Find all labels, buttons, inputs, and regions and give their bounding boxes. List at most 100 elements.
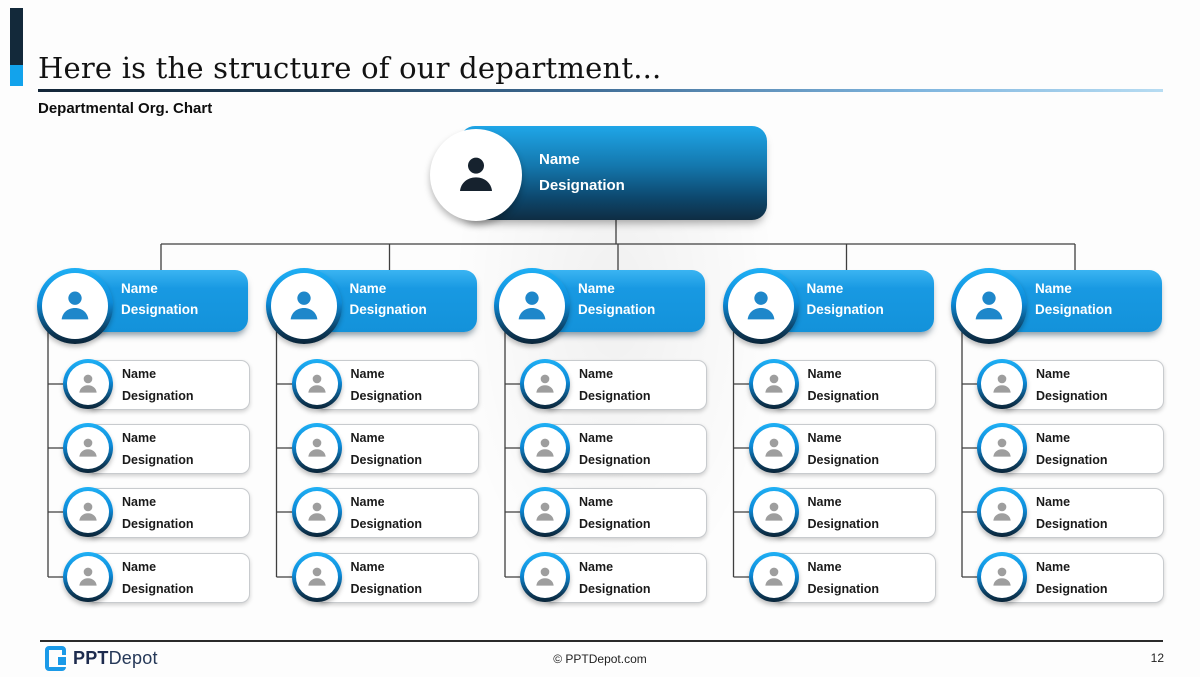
member-designation: Designation <box>122 582 194 596</box>
person-icon <box>748 423 799 473</box>
manager-node-text: Name Designation <box>1035 278 1112 320</box>
person-icon <box>430 129 522 221</box>
person-icon <box>63 552 113 602</box>
member-name: Name <box>1036 560 1071 574</box>
member-name: Name <box>1036 367 1071 381</box>
person-icon <box>520 423 570 473</box>
member-designation: Designation <box>350 389 423 403</box>
member-name: Name <box>122 560 157 574</box>
person-icon <box>37 268 113 344</box>
title-divider <box>38 89 1163 92</box>
member-name: Name <box>807 560 842 574</box>
person-icon <box>977 359 1027 409</box>
member-designation: Designation <box>579 582 651 596</box>
brand-light: Depot <box>108 648 158 668</box>
manager-designation: Designation <box>349 302 427 317</box>
person-icon <box>748 359 799 409</box>
member-name: Name <box>350 367 385 381</box>
member-designation: Designation <box>807 517 880 531</box>
person-icon <box>951 268 1027 344</box>
manager-designation: Designation <box>1035 302 1113 317</box>
root-name: Name <box>539 151 580 168</box>
member-designation: Designation <box>807 389 880 403</box>
member-designation: Designation <box>350 517 423 531</box>
member-name: Name <box>122 367 157 381</box>
person-icon <box>291 423 342 473</box>
member-name: Name <box>350 431 385 445</box>
person-icon <box>722 268 799 344</box>
manager-designation: Designation <box>806 302 884 317</box>
member-name: Name <box>807 495 842 509</box>
member-designation: Designation <box>579 389 651 403</box>
person-icon <box>494 268 570 344</box>
manager-node-text: Name Designation <box>350 278 427 320</box>
member-name: Name <box>122 495 157 509</box>
brand-bold: PPT <box>73 648 109 668</box>
member-name: Name <box>807 431 842 445</box>
member-designation: Designation <box>1036 582 1108 596</box>
slide-title: Here is the structure of our department.… <box>38 51 662 85</box>
person-icon <box>291 487 342 537</box>
manager-name: Name <box>121 281 158 296</box>
member-name: Name <box>579 495 614 509</box>
footer-divider <box>40 640 1163 642</box>
member-designation: Designation <box>807 582 880 596</box>
member-name: Name <box>807 367 842 381</box>
root-designation: Designation <box>539 177 625 194</box>
person-icon <box>63 487 113 537</box>
member-designation: Designation <box>122 453 194 467</box>
member-designation: Designation <box>579 517 651 531</box>
member-name: Name <box>579 367 614 381</box>
person-icon <box>748 487 799 537</box>
accent-bar-navy <box>10 8 23 65</box>
member-name: Name <box>350 560 385 574</box>
person-icon <box>520 359 570 409</box>
member-designation: Designation <box>579 453 651 467</box>
person-icon <box>977 552 1027 602</box>
person-icon <box>265 268 342 344</box>
member-designation: Designation <box>1036 517 1108 531</box>
person-icon <box>748 552 799 602</box>
person-icon <box>977 423 1027 473</box>
member-name: Name <box>1036 495 1071 509</box>
manager-name: Name <box>1035 281 1072 296</box>
brand-logo-text: PPTDepot <box>73 648 158 669</box>
slide-subtitle: Departmental Org. Chart <box>38 100 213 117</box>
person-icon <box>977 487 1027 537</box>
